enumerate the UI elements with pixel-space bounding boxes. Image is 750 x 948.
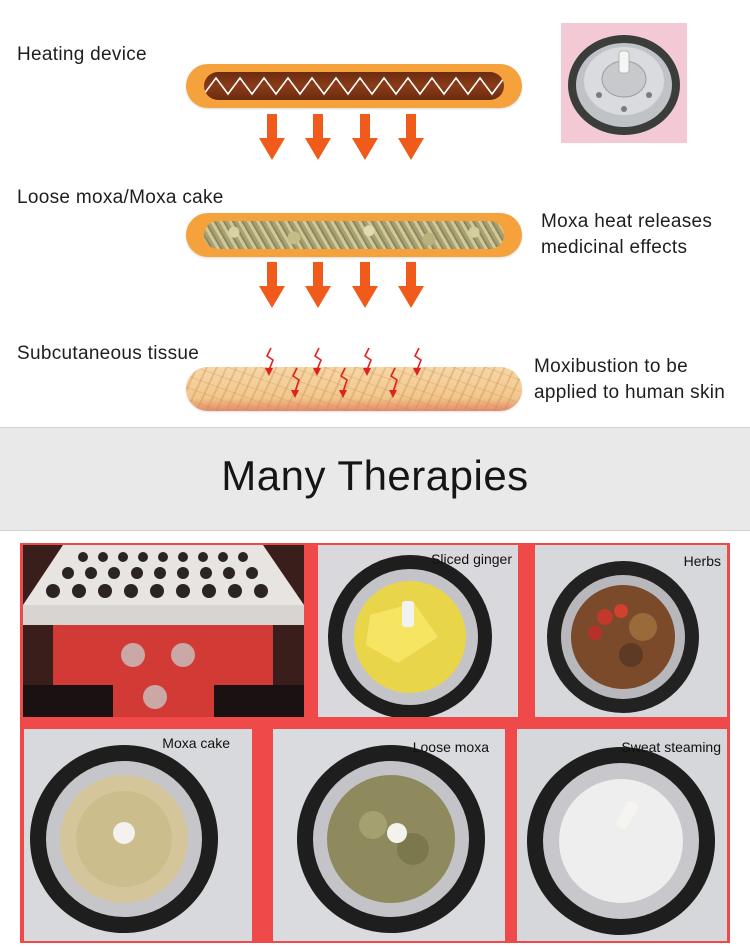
heating-device-label: Heating device — [17, 44, 147, 65]
heat-arrow-icon — [305, 114, 331, 160]
heat-arrow-icon — [305, 262, 331, 308]
heat-arrow-icon — [352, 114, 378, 160]
herbs-caption: Herbs — [683, 553, 721, 569]
heating-coil-icon — [204, 76, 504, 96]
sweat-steaming-caption: Sweat steaming — [621, 739, 721, 755]
ginger-caption: Sliced ginger — [431, 551, 512, 567]
heating-device-bar — [186, 64, 522, 108]
loose-moxa-photo: Loose moxa — [273, 729, 505, 941]
moxa-cake-photo: Moxa cake — [24, 729, 252, 941]
moxa-cake-caption: Moxa cake — [162, 735, 230, 751]
herbs-photo: Herbs — [535, 545, 727, 717]
ginger-photo: Sliced ginger — [318, 545, 518, 717]
skin-note-line1: Moxibustion to be — [534, 356, 689, 377]
tissue-label: Subcutaneous tissue — [17, 343, 200, 364]
moxa-bar — [186, 213, 522, 257]
therapy-bed-photo — [23, 545, 304, 717]
heat-penetration-arrows-icon — [265, 347, 422, 398]
sweat-steaming-photo: Sweat steaming — [517, 729, 727, 941]
heat-arrow-icon — [398, 114, 424, 160]
loose-moxa-caption: Loose moxa — [412, 739, 489, 755]
moxa-label: Loose moxa/Moxa cake — [17, 187, 224, 208]
banner-title: Many Therapies — [221, 452, 529, 499]
moxa-note: Moxa heat releases medicinal effects — [541, 209, 712, 261]
moxa-note-line1: Moxa heat releases — [541, 211, 713, 232]
therapy-gallery: Sliced ginger Herbs Moxa cake — [20, 543, 730, 943]
heat-arrow-icon — [259, 262, 285, 308]
heat-arrow-icon — [352, 262, 378, 308]
skin-tissue-bar — [186, 367, 522, 411]
skin-note: Moxibustion to be applied to human skin — [534, 354, 725, 406]
moxa-note-line2: medicinal effects — [541, 237, 688, 258]
heat-arrow-icon — [259, 114, 285, 160]
therapies-banner: Many Therapies — [0, 427, 750, 531]
heating-device-photo — [561, 23, 687, 143]
skin-note-line2: applied to human skin — [534, 382, 726, 403]
heat-arrow-icon — [398, 262, 424, 308]
